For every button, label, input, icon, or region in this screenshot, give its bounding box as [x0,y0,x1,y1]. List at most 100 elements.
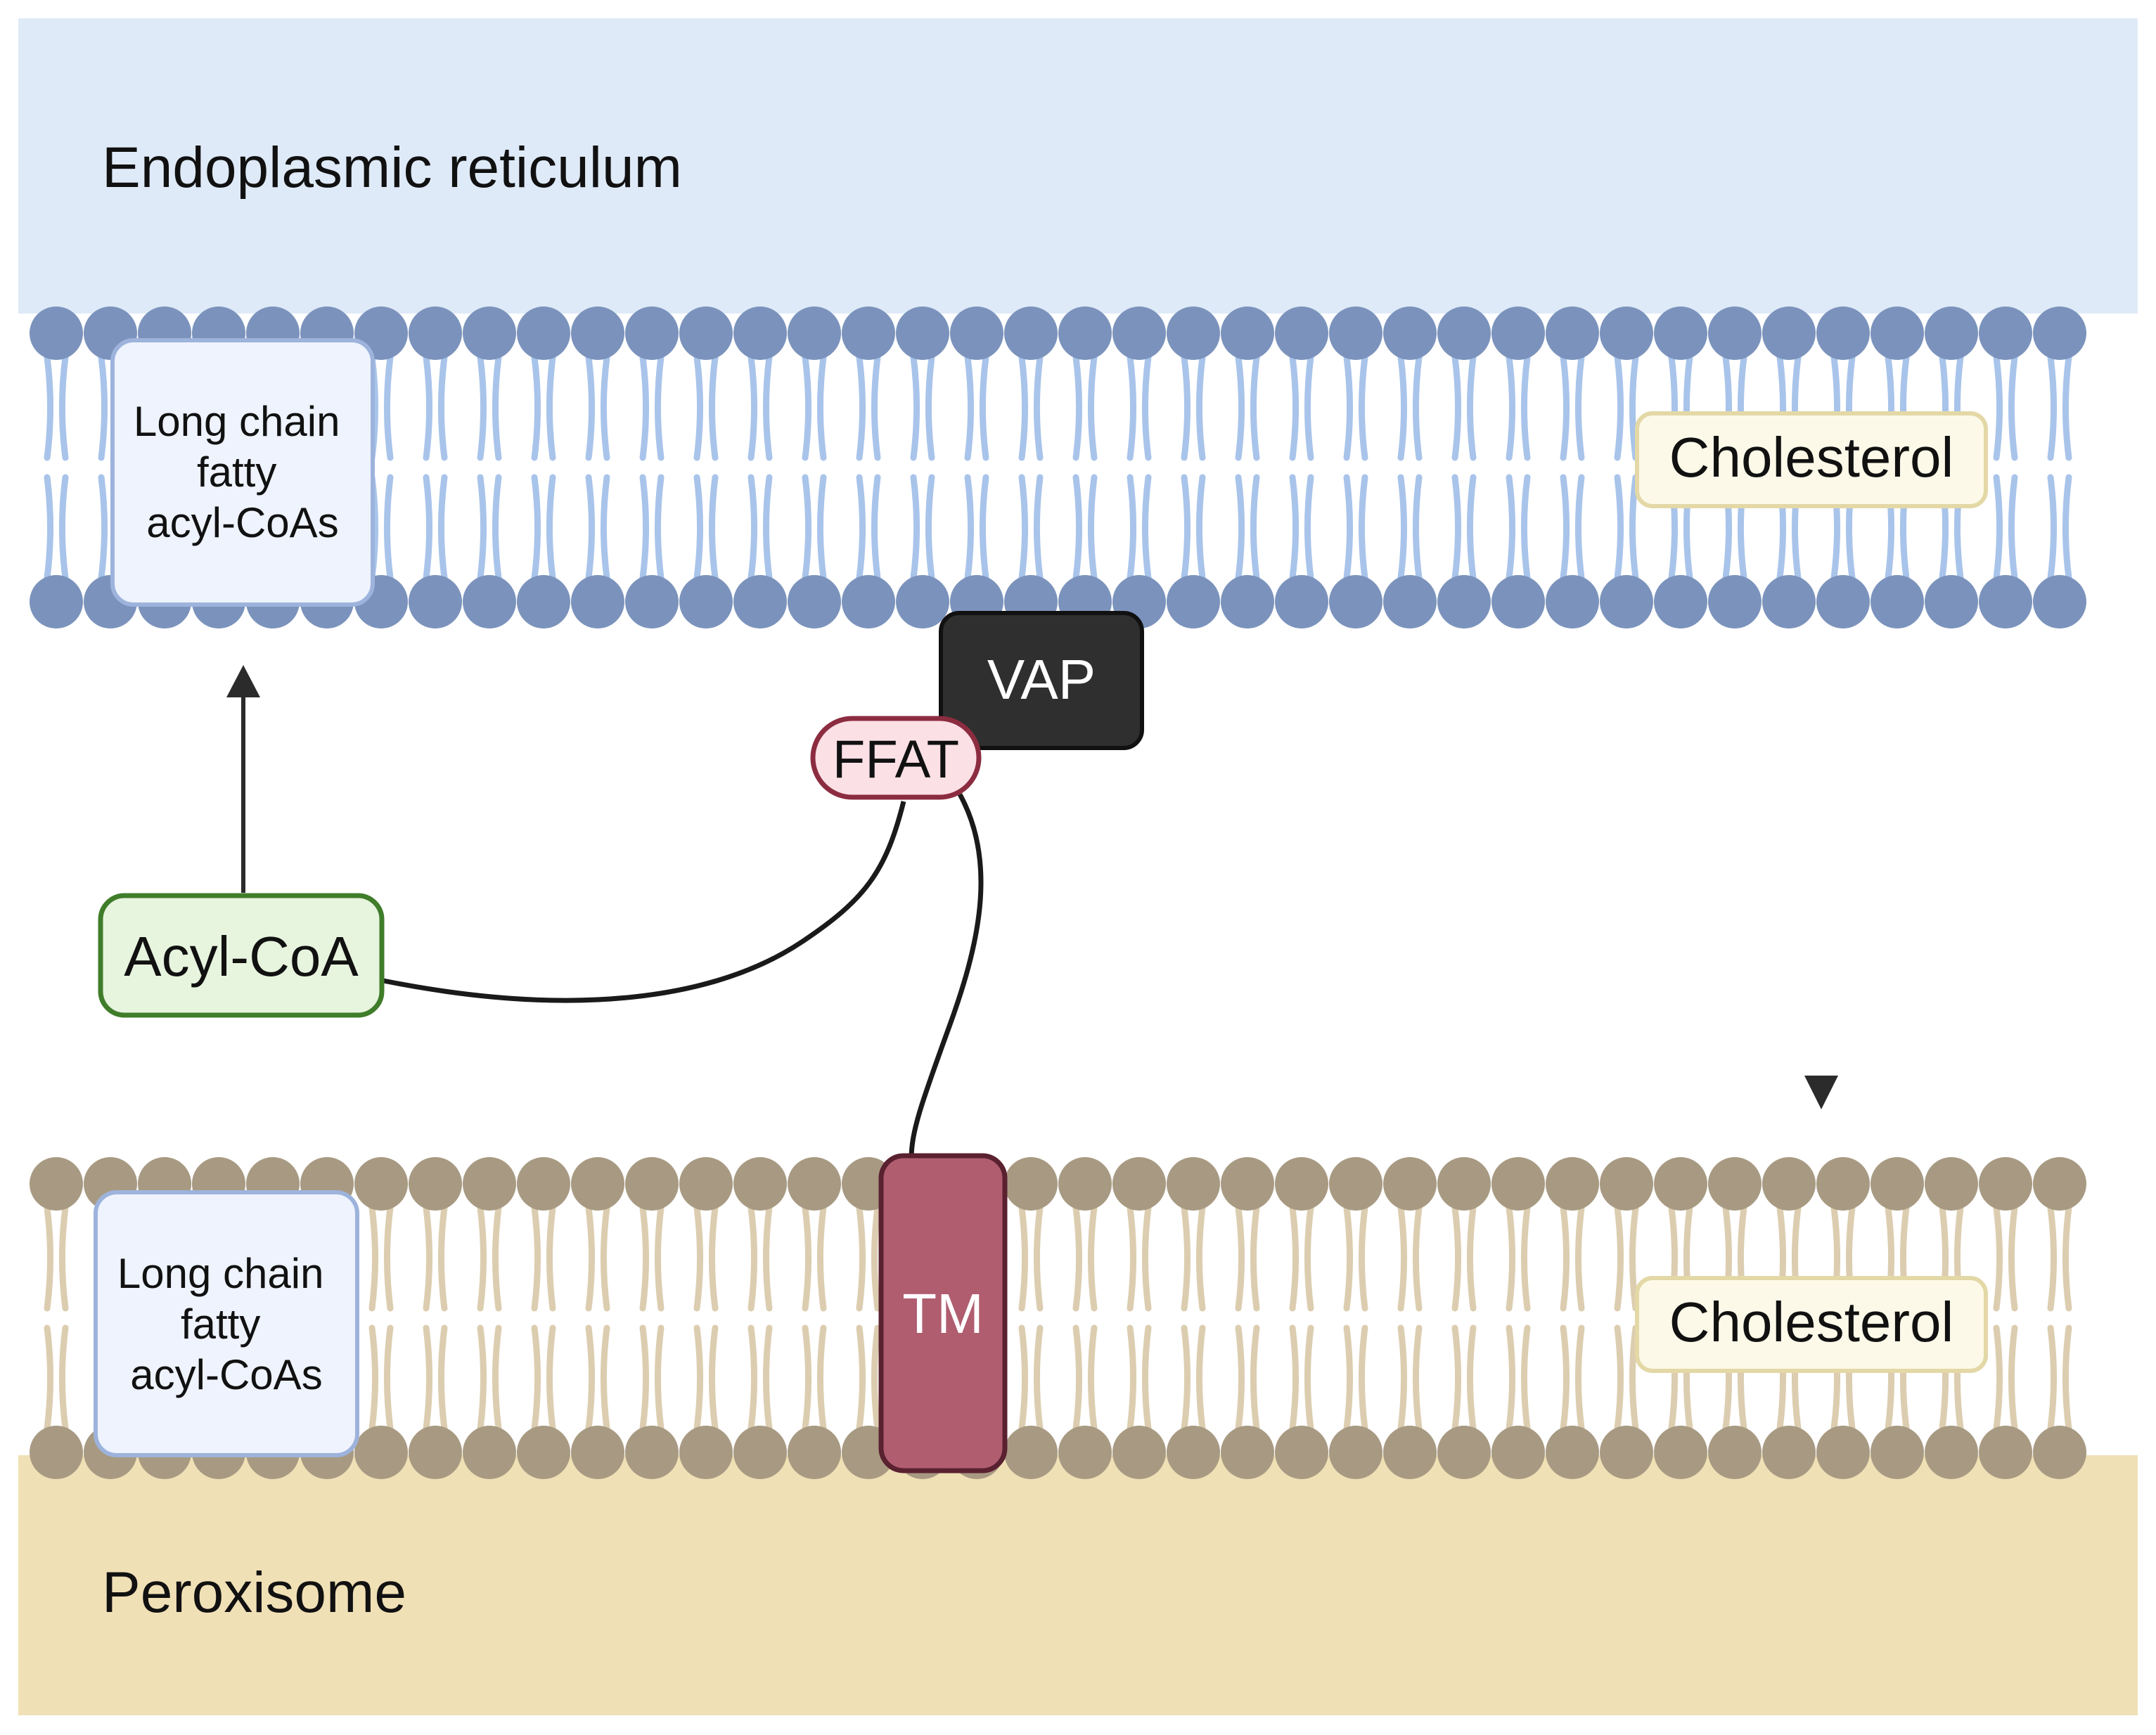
perox-lipid-tail [654,1324,665,1432]
perox-lipid-head [1925,1157,1978,1211]
perox-lipid-tail [2047,1204,2058,1312]
perox-lipid-head [1600,1157,1653,1211]
perox-lipid-head [1654,1426,1707,1479]
perox-lipid-head [354,1157,408,1211]
perox-lipid-tail [1574,1204,1585,1312]
perox-lipid-tail [816,1324,827,1432]
er-lipid-tail [585,474,596,581]
er-lipid-head [788,307,841,360]
perox-lipid-head [1491,1426,1545,1479]
er-lipid-head [1871,575,1924,628]
perox-lipid-tail [1250,1324,1260,1432]
er-lipid-head [1871,307,1924,360]
er-lipid-tail [639,354,650,461]
er-lipid-tail [1195,474,1206,581]
perox-lipid-head [1816,1157,1870,1211]
er-lipid-tail [1520,474,1531,581]
perox-lipid-tail [1033,1204,1044,1312]
perox-lipid-tail [1560,1204,1570,1312]
perox-lipid-tail [654,1204,665,1312]
er-lipid-tail [1560,354,1570,461]
er-lipid-head [679,575,733,628]
er-lipid-tail [1235,474,1245,581]
er-lipid-head [571,575,624,628]
er-lipid-head [1979,307,2032,360]
er-lipid-head [1383,575,1437,628]
er-fatty-acyl-box: Long chain fatty acyl-CoAs [110,338,375,607]
perox-lipid-head [2033,1426,2086,1479]
er-lipid-head [1275,575,1328,628]
acyl-coa-label: Acyl-CoA [124,925,359,988]
er-lipid-tail [1520,354,1531,461]
er-lipid-head [2033,575,2086,628]
perox-lipid-tail [802,1324,812,1432]
perox-lipid-tail [1358,1204,1368,1312]
er-lipid-tail [639,474,650,581]
perox-lipid-tail [1451,1204,1462,1312]
er-lipid-tail [1141,354,1152,461]
er-lipid-tail [1195,354,1206,461]
er-lipid-tail [600,474,610,581]
er-lipid-head [1546,307,1599,360]
er-lipid-tail [1614,474,1624,581]
perox-lipid-head [1004,1157,1058,1211]
perox-lipid-tail [1343,1324,1354,1432]
perox-lipid-tail [2062,1324,2072,1432]
er-lipid-tail [856,474,866,581]
perox-lipid-tail [600,1324,610,1432]
er-lipid-tail [1993,474,2003,581]
er-lipid-head [1925,575,1978,628]
perox-lipid-head [1437,1426,1491,1479]
perox-lipid-tail [1993,1324,2003,1432]
perox-lipid-head [1708,1426,1762,1479]
er-lipid-tail [1250,354,1260,461]
er-label: Endoplasmic reticulum [102,136,682,200]
perox-lipid-head [1871,1426,1924,1479]
perox-fatty-acyl-line-1: Long chain [117,1250,324,1297]
er-lipid-tail [383,354,394,461]
er-lipid-tail [1289,474,1300,581]
perox-lipid-tail [1412,1324,1423,1432]
er-lipid-tail [98,354,108,461]
er-lipid-head [896,575,949,628]
perox-lipid-tail [383,1204,394,1312]
er-lipid-head [1275,307,1328,360]
er-lipid-tail [600,354,610,461]
perox-lipid-tail [693,1204,704,1312]
svg-text:Long chain fatty a: Long chain fatty acyl-CoAs [117,1250,335,1398]
perox-lipid-head [1979,1157,2032,1211]
er-lipid-tail [2008,474,2018,581]
perox-lipid-head [409,1426,462,1479]
er-lipid-head [1167,307,1220,360]
perox-lipid-tail [531,1204,541,1312]
er-lipid-tail [1412,354,1423,461]
perox-lipid-head [30,1157,83,1211]
er-lipid-head [1654,575,1707,628]
perox-lipid-tail [1466,1204,1477,1312]
er-lipid-head [1329,575,1382,628]
perox-lipid-head [30,1426,83,1479]
perox-lipid-head [1600,1426,1653,1479]
perox-lipid-head [1329,1426,1382,1479]
perox-cholesterol-label: Cholesterol [1669,1291,1954,1353]
er-lipid-tail [531,474,541,581]
perox-lipid-tail [437,1324,448,1432]
perox-lipid-head [625,1157,679,1211]
perox-lipid-tail [58,1204,69,1312]
svg-text:Long chain fatty a: Long chain fatty acyl-CoAs [134,398,352,546]
perox-lipid-tail [1127,1324,1137,1432]
tm-domain: TM [878,1153,1008,1473]
er-lipid-tail [1506,474,1516,581]
er-lipid-tail [423,354,433,461]
perox-lipid-head [1491,1157,1545,1211]
perox-lipid-head [1221,1426,1274,1479]
er-lipid-tail [654,354,665,461]
er-lipid-tail [979,354,989,461]
perox-lipid-tail [1087,1324,1098,1432]
ffat-tm-linker [909,793,984,1159]
er-lipid-head [1600,307,1653,360]
er-lipid-tail [1397,354,1408,461]
er-lipid-tail [910,354,920,461]
er-lipid-head [1112,307,1166,360]
perox-lipid-tail [546,1324,556,1432]
